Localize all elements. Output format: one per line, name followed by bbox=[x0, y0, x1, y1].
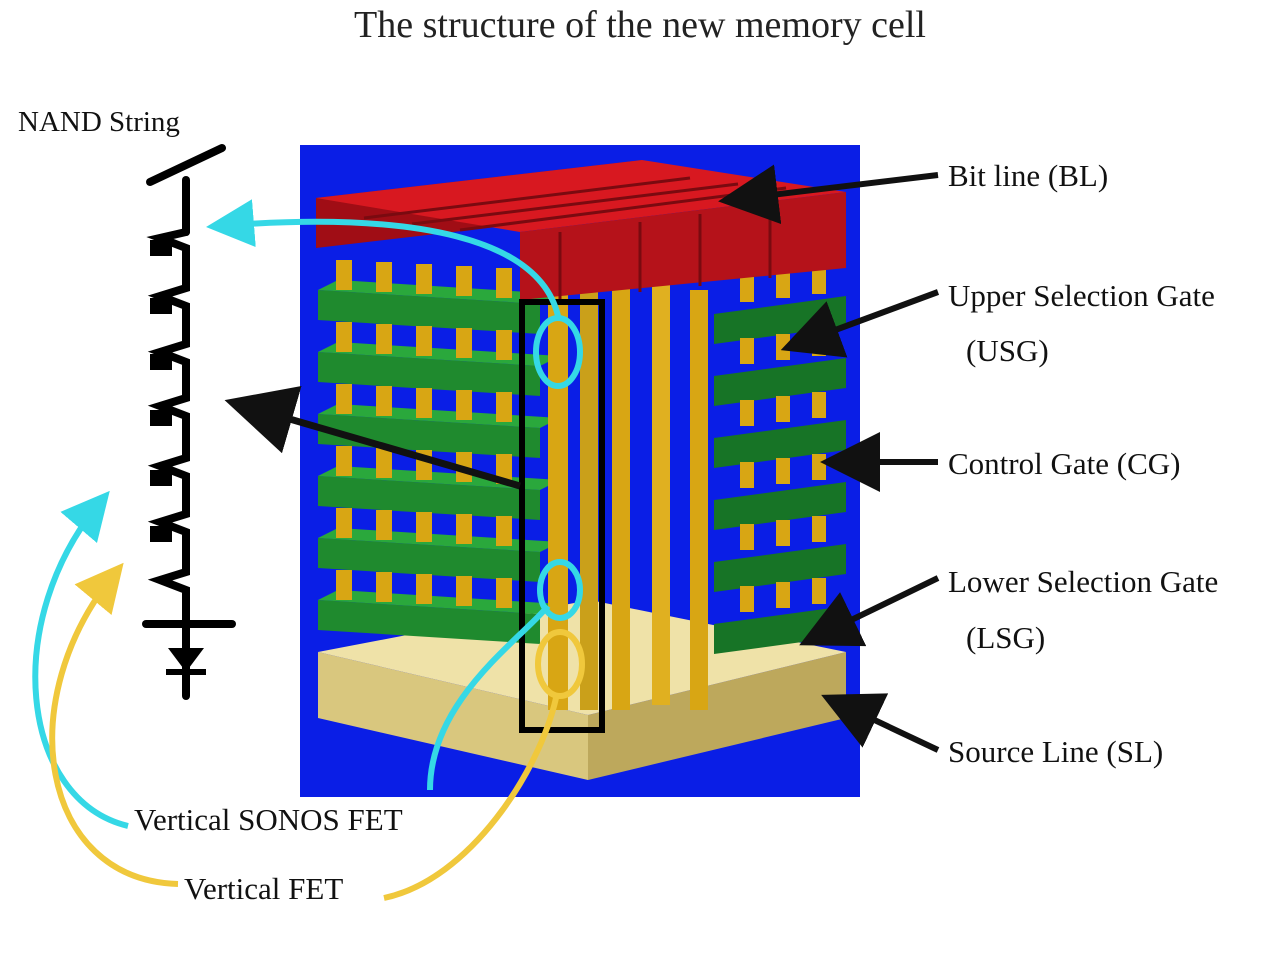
pillar-stub bbox=[812, 268, 826, 294]
control-gate-slab bbox=[318, 538, 540, 582]
pillar-stub bbox=[416, 264, 432, 294]
pillar-stub bbox=[496, 268, 512, 298]
control-gate-slabs-left bbox=[318, 260, 560, 644]
nand-string-schematic-icon bbox=[142, 144, 236, 700]
control-gate-slab bbox=[714, 420, 846, 468]
control-gate-slab bbox=[318, 352, 540, 396]
cyan-arrow-left bbox=[32, 490, 129, 829]
pillar-stub bbox=[496, 516, 512, 546]
pillar-stub bbox=[336, 260, 352, 290]
pillar-stub bbox=[456, 576, 472, 606]
pillar-stub bbox=[416, 388, 432, 418]
pillar-stub bbox=[740, 338, 754, 364]
yellow-arrow-left bbox=[49, 562, 179, 887]
pillar-stub bbox=[776, 520, 790, 546]
usg-abbr-label: (USG) bbox=[966, 333, 1049, 368]
pillar-stub bbox=[336, 570, 352, 600]
pillar-stub bbox=[776, 272, 790, 298]
pillar-stub bbox=[376, 262, 392, 292]
control-gate-label: Control Gate (CG) bbox=[948, 446, 1181, 481]
lsg-arrow bbox=[799, 575, 940, 647]
nand-string-highlight bbox=[519, 299, 605, 733]
pillar-stub bbox=[456, 390, 472, 420]
nand-string-label: NAND String bbox=[18, 106, 180, 138]
pillar-stub bbox=[812, 392, 826, 418]
pillar-stub bbox=[496, 392, 512, 422]
pillar-stub bbox=[740, 462, 754, 488]
pillar-stub bbox=[336, 322, 352, 352]
pillar-stub bbox=[812, 516, 826, 542]
diagram-title: The structure of the new memory cell bbox=[354, 4, 926, 46]
bit-line-label: Bit line (BL) bbox=[948, 158, 1109, 193]
pillar-stub bbox=[776, 396, 790, 422]
sl-fet-circle bbox=[535, 629, 585, 699]
yellow-arrow-right bbox=[383, 697, 559, 901]
control-gate-slab bbox=[714, 482, 846, 530]
vertical-pillars bbox=[548, 280, 708, 710]
cyan-arrow-sonos bbox=[427, 604, 551, 791]
pillar-stub bbox=[456, 266, 472, 296]
pillar-stub bbox=[376, 448, 392, 478]
lsg-sonos-circle bbox=[537, 559, 583, 621]
cyan-arrow-usg bbox=[206, 199, 561, 317]
nand-string-arrow bbox=[224, 386, 521, 490]
pillar-stub bbox=[376, 386, 392, 416]
pillar-stub bbox=[740, 400, 754, 426]
pillar-stub bbox=[776, 334, 790, 360]
sl-arrow bbox=[821, 693, 940, 753]
pillar-stub bbox=[776, 458, 790, 484]
source-line-label: Source Line (SL) bbox=[948, 734, 1164, 769]
pillar-stub bbox=[812, 454, 826, 480]
pillar-stub bbox=[416, 574, 432, 604]
control-gate-slab bbox=[318, 600, 540, 644]
vertical-fet-label: Vertical FET bbox=[184, 871, 344, 906]
control-gate-slab bbox=[714, 358, 846, 406]
pillar-stub bbox=[496, 330, 512, 360]
pillar-stub bbox=[376, 324, 392, 354]
pillar-stub bbox=[740, 524, 754, 550]
control-gate-slab bbox=[318, 476, 540, 520]
bl-arrow bbox=[718, 164, 939, 225]
pillar-stub bbox=[496, 578, 512, 608]
pillar-stub bbox=[376, 572, 392, 602]
pillar-stub bbox=[336, 446, 352, 476]
lower-selection-gate-label: Lower Selection Gate bbox=[948, 564, 1219, 599]
lsg-abbr-label: (LSG) bbox=[966, 620, 1046, 655]
vertical-sonos-fet-label: Vertical SONOS FET bbox=[134, 802, 403, 837]
pillar-stub bbox=[336, 508, 352, 538]
upper-selection-gate-label: Upper Selection Gate bbox=[948, 278, 1215, 313]
pillar-stub bbox=[496, 454, 512, 484]
usg-arrow bbox=[780, 289, 940, 358]
pillar-stub bbox=[456, 514, 472, 544]
pillar-stub bbox=[416, 512, 432, 542]
diode-icon bbox=[166, 648, 206, 675]
pillar-stub bbox=[776, 582, 790, 608]
control-gate-slab bbox=[318, 290, 540, 334]
pillar-stub bbox=[416, 326, 432, 356]
pillar-stub bbox=[336, 384, 352, 414]
pillar-stub bbox=[812, 578, 826, 604]
pillar-stub bbox=[376, 510, 392, 540]
pillar-stub bbox=[740, 586, 754, 612]
usg-fet-circle bbox=[533, 315, 583, 389]
pillar-stub bbox=[456, 328, 472, 358]
control-gate-slab bbox=[714, 544, 846, 592]
pillar-stub bbox=[740, 276, 754, 302]
